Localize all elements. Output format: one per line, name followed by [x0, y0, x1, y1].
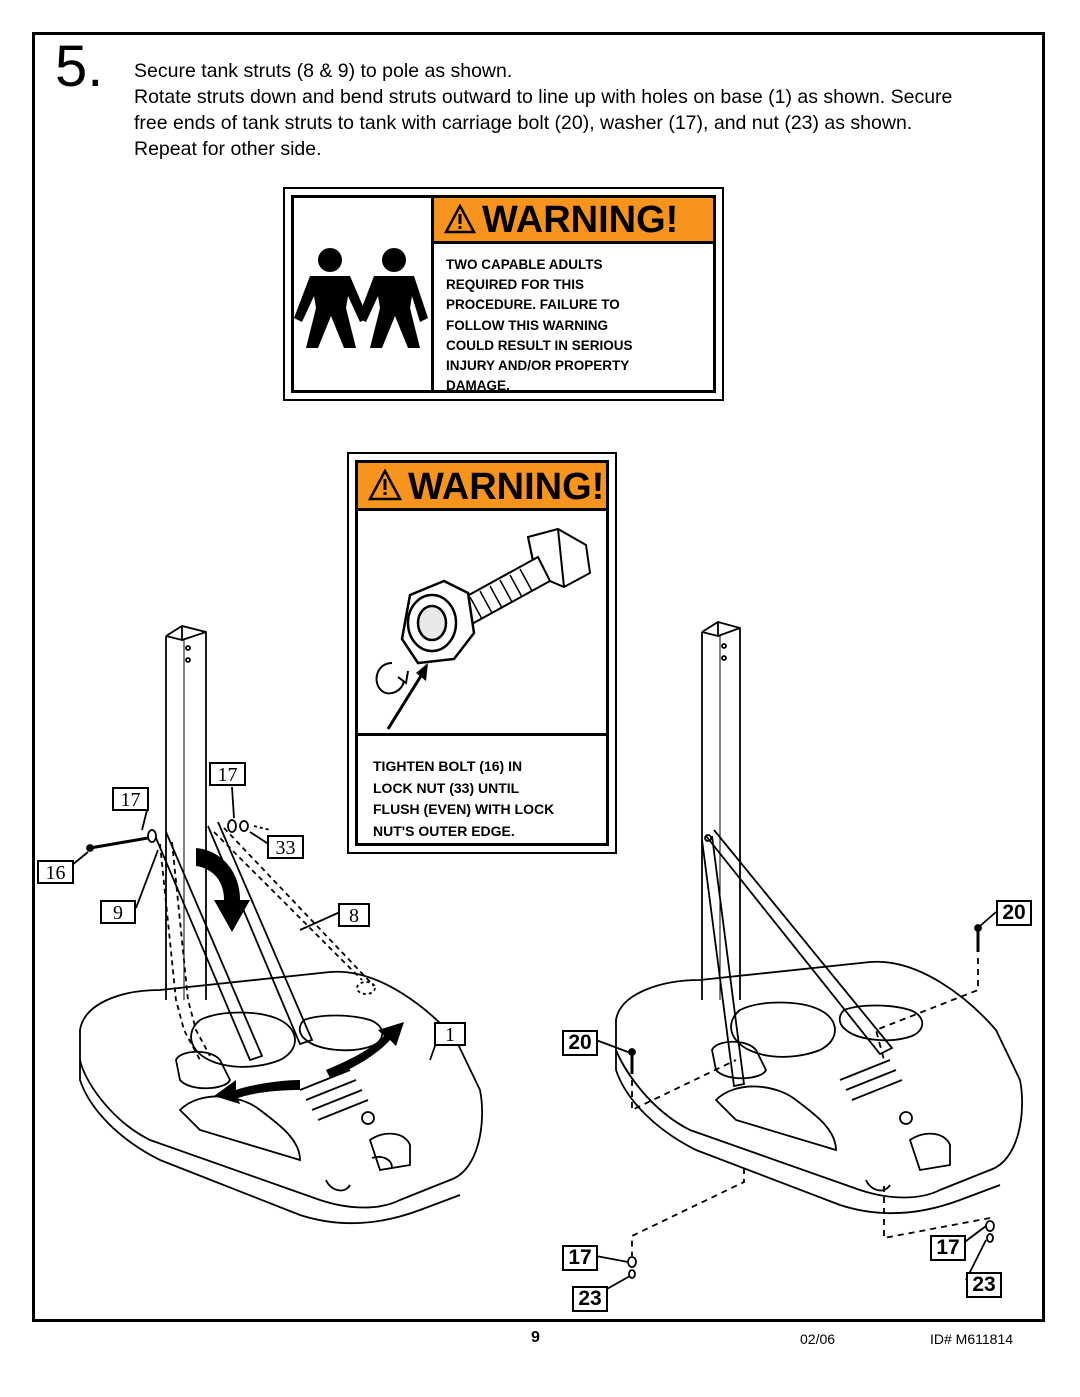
warning-banner: WARNING!: [358, 463, 606, 511]
callout-9-strut: 9: [100, 900, 136, 924]
step-line-1: Secure tank struts (8 & 9) to pole as sh…: [134, 60, 513, 82]
warning-tighten-bolt: WARNING!: [347, 452, 617, 854]
warning-triangle-icon: [444, 204, 476, 234]
step-number: 5.: [55, 34, 104, 99]
step-line-4: Repeat for other side.: [134, 138, 322, 160]
callout-17-washer-right-b: 17: [930, 1235, 966, 1261]
bolt-and-nut-icon: [375, 527, 592, 730]
two-people-icon: [294, 198, 434, 390]
warning-triangle-icon: [368, 469, 402, 501]
warning-banner-text: WARNING!: [482, 199, 679, 241]
footer-date: 02/06: [800, 1331, 836, 1347]
warning-two-adults: WARNING! TWO CAPABLE ADULTS REQUIRED FOR…: [283, 187, 724, 401]
step-line-3: free ends of tank struts to tank with ca…: [134, 112, 913, 134]
callout-17-washer-left: 17: [112, 787, 149, 811]
callout-23-nut-a: 23: [572, 1286, 608, 1312]
warning-banner-text: WARNING!: [408, 466, 605, 508]
callout-17-washer-right-a: 17: [562, 1245, 598, 1271]
bolt-nut-illustration: [358, 511, 606, 736]
warning-text: TWO CAPABLE ADULTS REQUIRED FOR THIS PRO…: [446, 257, 633, 394]
step-line-2: Rotate struts down and bend struts outwa…: [134, 86, 953, 108]
callout-1-base: 1: [434, 1022, 466, 1046]
page-frame: [32, 32, 1045, 1322]
callout-23-nut-b: 23: [966, 1272, 1002, 1298]
callout-33-lock-nut: 33: [267, 835, 304, 859]
callout-20-carriage-bolt-left: 20: [562, 1030, 598, 1056]
warning-banner: WARNING!: [434, 198, 713, 244]
warning-text: TIGHTEN BOLT (16) IN LOCK NUT (33) UNTIL…: [373, 758, 555, 839]
page-number: 9: [531, 1329, 540, 1346]
callout-16-bolt: 16: [37, 860, 74, 884]
callout-8-strut: 8: [338, 903, 370, 927]
callout-17-washer: 17: [209, 762, 246, 786]
callout-20-carriage-bolt: 20: [996, 900, 1032, 926]
footer-id: ID# M611814: [930, 1331, 1014, 1347]
